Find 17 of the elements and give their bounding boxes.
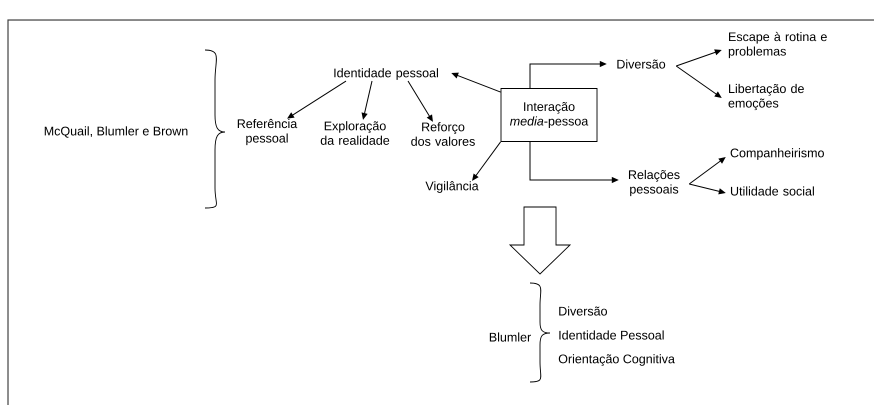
label-text: Orientação Cognitiva xyxy=(558,354,675,366)
node-text: Libertação de emoções xyxy=(728,84,804,110)
node-text: Reforço dos valores xyxy=(411,122,475,146)
label-text: Blumler xyxy=(490,332,531,342)
node-text: Escape à rotina e problemas xyxy=(728,32,827,58)
node-text: Exploração da realidade xyxy=(320,121,390,145)
node-text: Companheirismo xyxy=(730,148,824,160)
node-text: Utilidade social xyxy=(730,186,814,196)
process-box: Interação media-pessoa xyxy=(500,88,598,142)
node-text: Diversão xyxy=(617,59,666,69)
node-text: Relações pessoais xyxy=(628,170,680,196)
label-text: Identidade Pessoal xyxy=(559,330,664,340)
label-text: McQuail, Blumler e Brown xyxy=(44,126,188,138)
node-text: Identidade pessoal xyxy=(334,68,438,80)
node-text: Referência pessoal xyxy=(238,118,298,146)
label-text: Diversão xyxy=(559,306,607,316)
node-text: Vigilância xyxy=(425,181,479,193)
